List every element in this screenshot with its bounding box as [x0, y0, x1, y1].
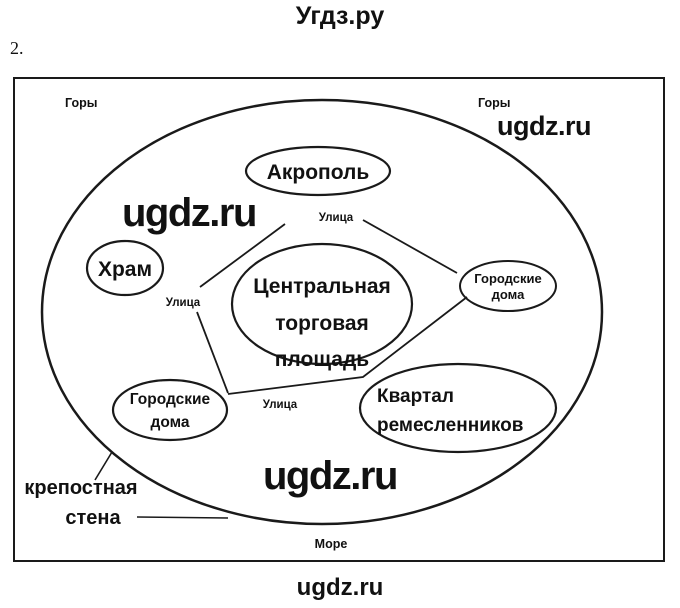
central-square-label-line1: Центральная	[253, 275, 391, 298]
temple-ellipse	[85, 239, 165, 297]
city-houses-left-label-line2: дома	[151, 414, 190, 431]
item-number: 2.	[10, 38, 24, 58]
city-plan-diagram: Горы Горы Море Улица Улица Улица Акропол…	[13, 77, 665, 562]
city-houses-right-label-line1: Городские	[474, 271, 541, 286]
street-line-top-right	[362, 219, 458, 274]
fortress-wall-label-line1: крепостная	[24, 477, 137, 499]
wall-pointer-line-lower	[136, 516, 229, 519]
sea-label: Море	[315, 537, 348, 551]
watermark-middle-left: ugdz.ru	[122, 191, 256, 235]
city-houses-right-ellipse	[459, 260, 557, 312]
footer-watermark: ugdz.ru	[296, 574, 384, 601]
acropolis-ellipse	[244, 145, 392, 197]
city-houses-left-label-line1: Городские	[130, 391, 211, 408]
craftsmen-quarter-label-line2: ремесленников	[377, 415, 523, 436]
mountains-right-label: Горы	[478, 96, 510, 110]
craftsmen-quarter-label-line1: Квартал	[377, 386, 454, 407]
fortress-wall-ellipse	[40, 98, 604, 526]
city-houses-left-ellipse	[111, 378, 229, 442]
acropolis-label: Акрополь	[267, 161, 370, 184]
craftsmen-quarter-ellipse	[358, 362, 558, 454]
temple-label: Храм	[98, 258, 152, 281]
central-square-ellipse	[230, 242, 414, 366]
mountains-left-label: Горы	[65, 96, 97, 110]
central-square-label-line2: торговая	[275, 312, 369, 335]
page-title: Угдз.ру	[295, 2, 385, 30]
watermark-bottom-center: ugdz.ru	[263, 454, 397, 498]
street-line-bottom	[227, 296, 468, 395]
watermark-top-right: ugdz.ru	[497, 111, 591, 141]
fortress-wall-label-line2: стена	[65, 507, 121, 529]
street-bottom-label: Улица	[263, 399, 298, 411]
street-line-top-left	[199, 223, 286, 288]
street-line-left	[196, 311, 229, 394]
diagram-canvas: Горы Горы Море Улица Улица Улица Акропол…	[24, 96, 604, 551]
city-houses-right-label-line2: дома	[492, 287, 525, 302]
central-square-label-line3: площадь	[275, 348, 370, 371]
street-left-label: Улица	[166, 297, 201, 309]
wall-pointer-line-upper	[94, 451, 113, 481]
street-top-label: Улица	[319, 212, 354, 224]
